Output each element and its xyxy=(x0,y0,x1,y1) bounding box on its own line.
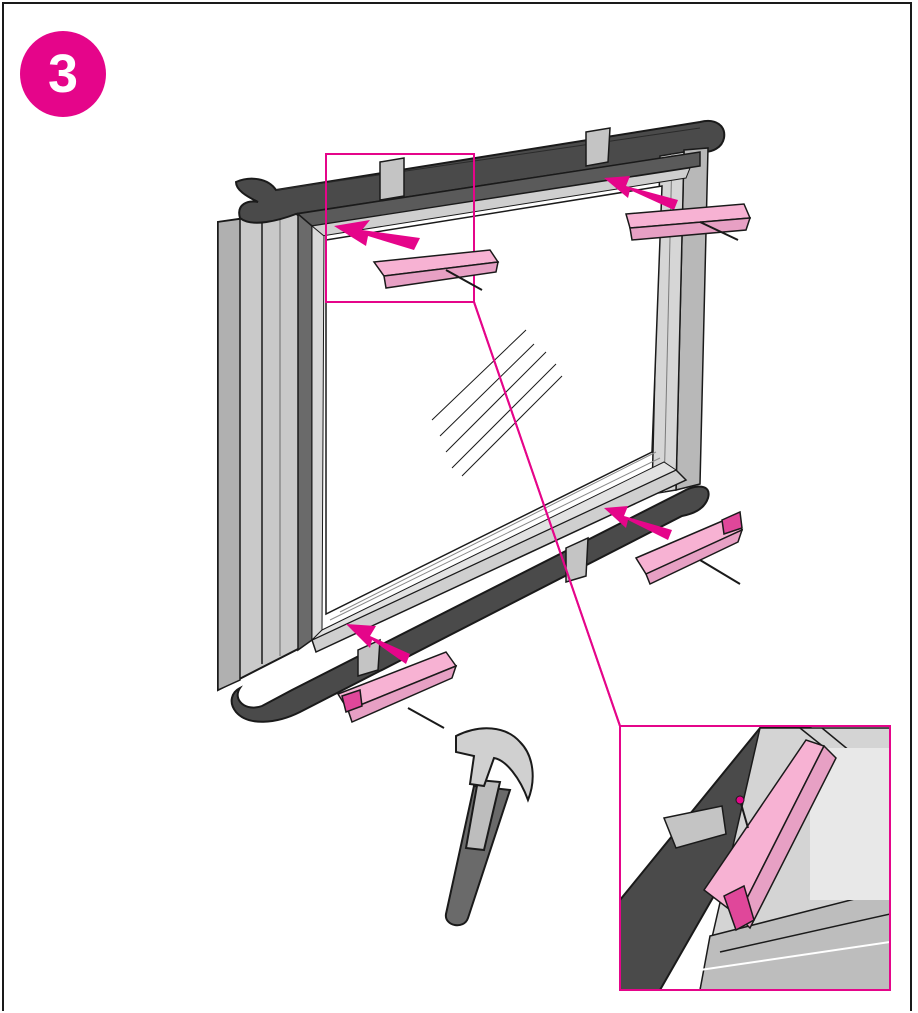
inner-frame xyxy=(294,151,701,654)
hammer-icon xyxy=(444,727,534,927)
detail-highlight-box xyxy=(325,153,475,303)
detail-inset xyxy=(619,725,891,991)
step-number-badge: 3 xyxy=(20,31,106,117)
metal-bracket-icon xyxy=(357,127,611,678)
bottom-rail xyxy=(230,485,710,723)
left-jamb xyxy=(217,208,301,692)
glazing-clip-icon xyxy=(336,203,752,724)
push-arrow-icon xyxy=(334,176,678,664)
glass-reflection xyxy=(431,329,563,477)
nail-icon xyxy=(407,221,741,729)
